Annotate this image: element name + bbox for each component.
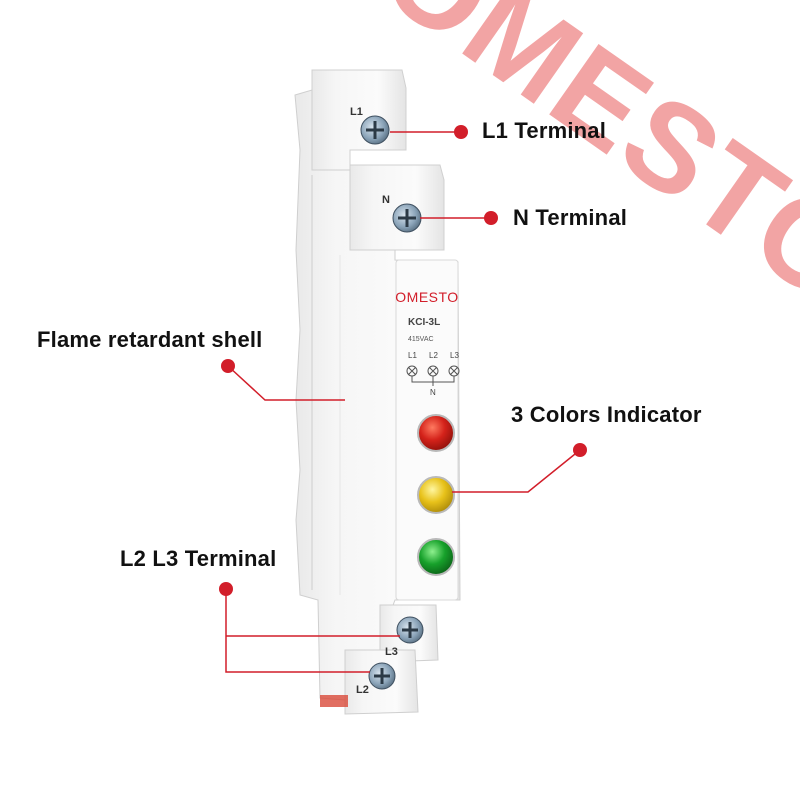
callout-l1-terminal: L1 Terminal — [482, 118, 607, 143]
terminal-label-l1: L1 — [350, 106, 363, 118]
screw-l3 — [396, 616, 424, 644]
dot-flame-shell — [221, 359, 235, 373]
model-number: KCI-3L — [408, 317, 440, 328]
diagram-label-l1: L1 — [408, 351, 417, 360]
diagram-label-n: N — [430, 388, 436, 397]
screw-l1 — [360, 115, 390, 145]
terminal-label-l2: L2 — [356, 684, 369, 696]
diagram-label-l2: L2 — [429, 351, 438, 360]
callout-n-terminal: N Terminal — [513, 205, 628, 230]
screw-n — [392, 203, 422, 233]
voltage-rating: 415VAC — [408, 336, 434, 343]
indicator-red — [417, 414, 455, 452]
leader-flame-shell — [227, 365, 345, 401]
dot-l2-l3-terminal — [219, 582, 233, 596]
breaker-device: L1 N L3 L2 OMESTO KCI-3L 415VAC L1 L2 L3… — [294, 69, 461, 715]
terminal-label-l3: L3 — [385, 646, 398, 658]
callout-lines — [225, 131, 581, 673]
leader-l2-l3-terminal — [225, 590, 370, 673]
leader-colors-indicator — [452, 449, 581, 493]
dot-l1-terminal — [454, 125, 468, 139]
indicator-green — [417, 538, 455, 576]
dot-n-terminal — [484, 211, 498, 225]
indicator-yellow — [417, 476, 455, 514]
callout-flame-shell: Flame retardant shell — [37, 327, 263, 352]
dot-colors-indicator — [573, 443, 587, 457]
callout-dots — [219, 125, 587, 596]
diagram-label-l3: L3 — [450, 351, 459, 360]
wiring-diagram: L1 L2 L3 N — [406, 351, 460, 397]
brand-logo: OMESTO — [395, 289, 458, 305]
screw-l2 — [368, 662, 396, 690]
callout-colors-indicator: 3 Colors Indicator — [511, 402, 702, 427]
terminal-label-n: N — [382, 194, 390, 206]
callout-l2-l3-terminal: L2 L3 Terminal — [120, 546, 277, 571]
